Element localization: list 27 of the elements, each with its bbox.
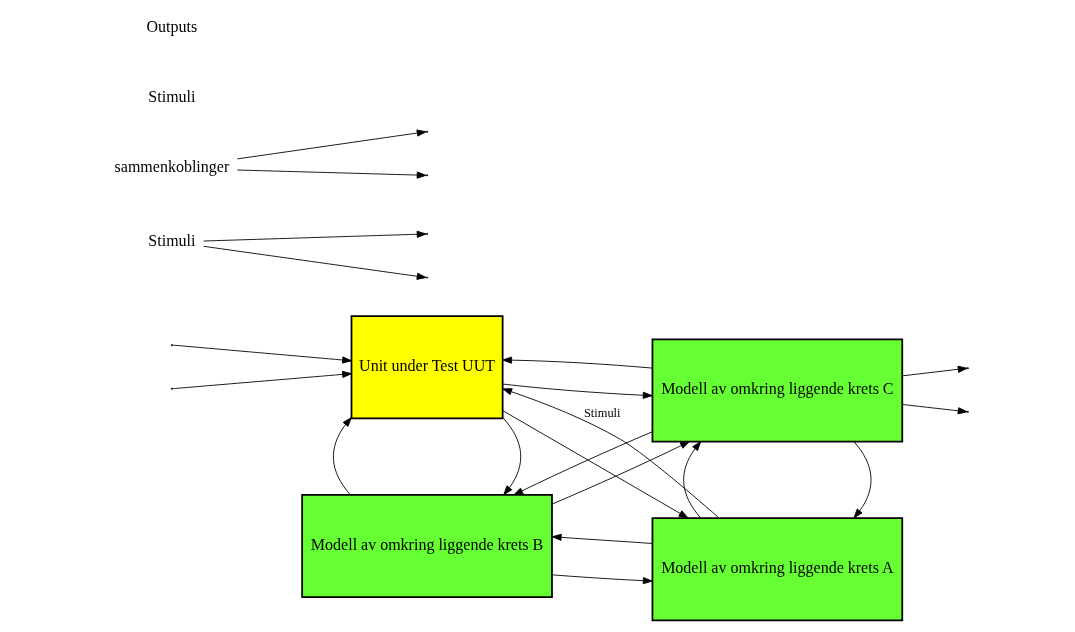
arrow — [683, 441, 702, 519]
node-text: sammenkoblinger — [114, 158, 230, 176]
label: Stimuli — [148, 87, 196, 105]
arrow — [513, 431, 653, 496]
node-box: Modell av omkring liggende krets A — [651, 517, 904, 622]
arrow — [551, 533, 653, 544]
arrow — [502, 383, 653, 399]
arrow — [203, 230, 427, 242]
arrow — [901, 404, 968, 415]
arrow — [172, 344, 352, 364]
arrow — [502, 356, 653, 369]
node-box: Unit under Test UUT — [350, 315, 504, 420]
arrow — [502, 410, 689, 519]
arrow — [172, 370, 352, 390]
arrow — [333, 417, 352, 496]
arrow — [551, 441, 690, 505]
arrow — [853, 441, 872, 519]
edge-label: Stimuli — [583, 406, 621, 421]
node-text: Stimuli — [148, 231, 196, 249]
node-box: Modell av omkring liggende krets C — [651, 338, 904, 443]
arrow — [203, 245, 427, 280]
arrow — [551, 574, 653, 585]
arrow — [502, 417, 522, 496]
arrow — [502, 388, 720, 519]
label: Outputs — [146, 17, 198, 35]
node-box: Modell av omkring liggende krets B — [301, 494, 553, 599]
arrow — [901, 365, 968, 377]
